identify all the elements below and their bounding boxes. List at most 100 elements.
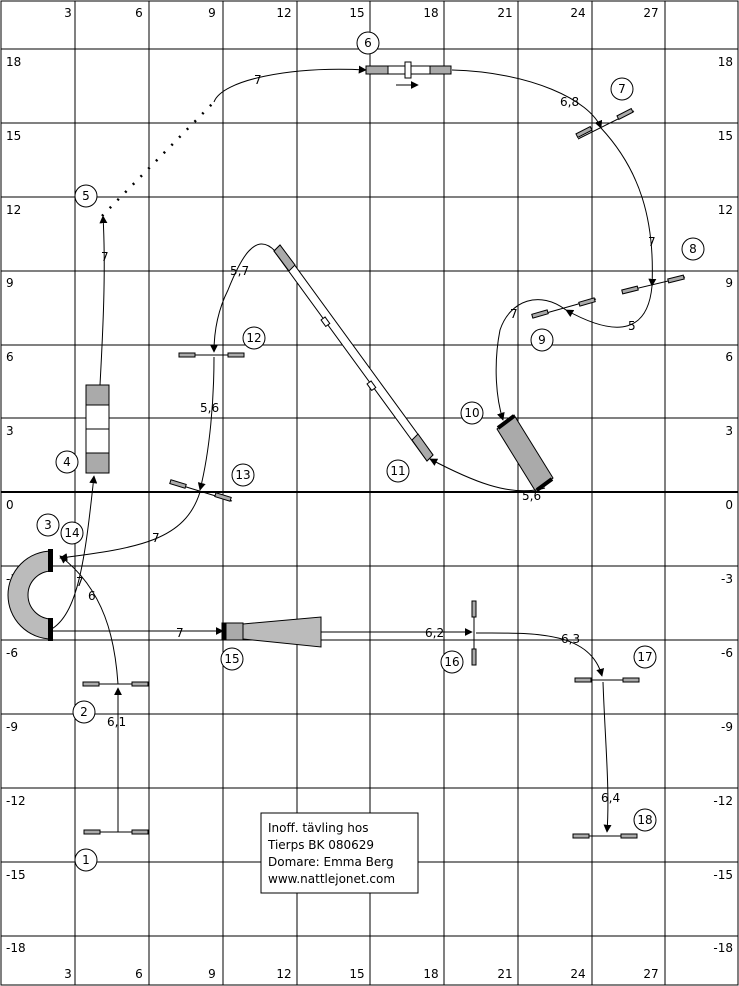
right-axis-labels: 18 15 12 9 6 3 0 -3 -6 -9 -12 -15 -18 — [713, 55, 733, 955]
svg-text:15: 15 — [224, 652, 239, 666]
jump-13 — [169, 479, 233, 502]
number-17: 17 — [633, 645, 657, 669]
svg-text:1: 1 — [82, 853, 90, 867]
distance-label: 7 — [152, 531, 160, 545]
distance-label: 6,2 — [425, 626, 444, 640]
bottom-label: 27 — [643, 967, 658, 981]
distance-labels: 7 6,8 7 5 7 5,6 5,7 5,6 7 7 7 6 6,1 7 6,… — [76, 73, 656, 805]
jump-18 — [572, 833, 638, 839]
distance-label: 6,4 — [601, 791, 620, 805]
bottom-label: 18 — [423, 967, 438, 981]
path-3-4 — [49, 475, 98, 631]
top-label: 12 — [276, 6, 291, 20]
svg-text:18: 18 — [637, 813, 652, 827]
number-5: 5 — [74, 184, 98, 208]
left-label: 6 — [6, 350, 14, 364]
number-4: 4 — [55, 450, 79, 474]
number-13: 13 — [231, 463, 255, 487]
svg-text:17: 17 — [637, 650, 652, 664]
distance-label: 6,3 — [561, 632, 580, 646]
path-16-17 — [475, 632, 605, 677]
path-5-6 — [101, 101, 215, 217]
left-label: -15 — [6, 868, 26, 882]
distance-label: 6,8 — [560, 95, 579, 109]
svg-text:3: 3 — [44, 518, 52, 532]
number-9: 9 — [530, 328, 554, 352]
right-label: 9 — [725, 276, 733, 290]
number-16: 16 — [440, 650, 464, 674]
svg-text:10: 10 — [464, 406, 479, 420]
number-8: 8 — [681, 237, 705, 261]
svg-text:9: 9 — [538, 333, 546, 347]
tunnel-10 — [496, 414, 554, 493]
left-label: 12 — [6, 203, 21, 217]
distance-label: 5 — [628, 319, 636, 333]
top-label: 21 — [497, 6, 512, 20]
distance-label: 5,6 — [522, 489, 541, 503]
left-label: 3 — [6, 424, 14, 438]
bottom-label: 6 — [135, 967, 143, 981]
top-label: 9 — [208, 6, 216, 20]
jump-17 — [574, 677, 640, 683]
jump-2 — [82, 681, 149, 687]
path-8-9 — [565, 285, 653, 328]
path-5-6b — [213, 65, 367, 103]
right-label: -15 — [713, 868, 733, 882]
number-3: 3 — [36, 513, 60, 537]
bottom-axis-labels: 3 6 9 12 15 18 21 24 27 — [64, 967, 658, 981]
top-label: 3 — [64, 6, 72, 20]
tunnel-15 — [221, 616, 322, 648]
top-label: 18 — [423, 6, 438, 20]
right-label: -3 — [721, 572, 733, 586]
distance-label: 7 — [648, 235, 656, 249]
number-18: 18 — [633, 808, 657, 832]
number-11: 11 — [386, 459, 410, 483]
number-15: 15 — [220, 647, 244, 671]
distance-label: 7 — [101, 250, 109, 264]
distance-label: 6,1 — [107, 715, 126, 729]
number-12: 12 — [242, 326, 266, 350]
path-7-8 — [600, 127, 657, 287]
right-label: 3 — [725, 424, 733, 438]
svg-text:6: 6 — [364, 36, 372, 50]
right-label: 12 — [718, 203, 733, 217]
number-10: 10 — [460, 401, 484, 425]
tyre-4 — [85, 384, 110, 474]
distance-label: 5,7 — [230, 264, 249, 278]
right-label: -6 — [721, 646, 733, 660]
jump-7 — [575, 107, 635, 140]
svg-text:16: 16 — [444, 655, 459, 669]
left-label: -12 — [6, 794, 26, 808]
svg-text:5: 5 — [82, 189, 90, 203]
number-14: 14 — [60, 521, 84, 545]
svg-text:11: 11 — [390, 464, 405, 478]
distance-label: 7 — [254, 73, 262, 87]
course-path — [49, 65, 657, 833]
bottom-label: 9 — [208, 967, 216, 981]
right-label: -9 — [721, 720, 733, 734]
left-label: -18 — [6, 941, 26, 955]
right-label: 18 — [718, 55, 733, 69]
info-line-3: Domare: Emma Berg — [268, 855, 394, 869]
top-label: 15 — [349, 6, 364, 20]
left-label: 9 — [6, 276, 14, 290]
jump-8 — [621, 274, 686, 295]
number-7: 7 — [610, 77, 634, 101]
svg-text:7: 7 — [618, 82, 626, 96]
right-label: 6 — [725, 350, 733, 364]
info-line-2: Tierps BK 080629 — [267, 838, 374, 852]
left-label: -6 — [6, 646, 18, 660]
info-line-1: Inoff. tävling hos — [268, 821, 368, 835]
path-12-13 — [197, 356, 215, 491]
distance-label: 7 — [176, 626, 184, 640]
path-4-5 — [99, 215, 108, 386]
path-10-11 — [429, 458, 546, 492]
number-6: 6 — [356, 31, 380, 55]
path-2-3 — [59, 555, 119, 685]
right-label: -18 — [713, 941, 733, 955]
left-label: -9 — [6, 720, 18, 734]
bottom-label: 12 — [276, 967, 291, 981]
distance-label: 7 — [510, 307, 518, 321]
path-11-12 — [210, 243, 276, 353]
